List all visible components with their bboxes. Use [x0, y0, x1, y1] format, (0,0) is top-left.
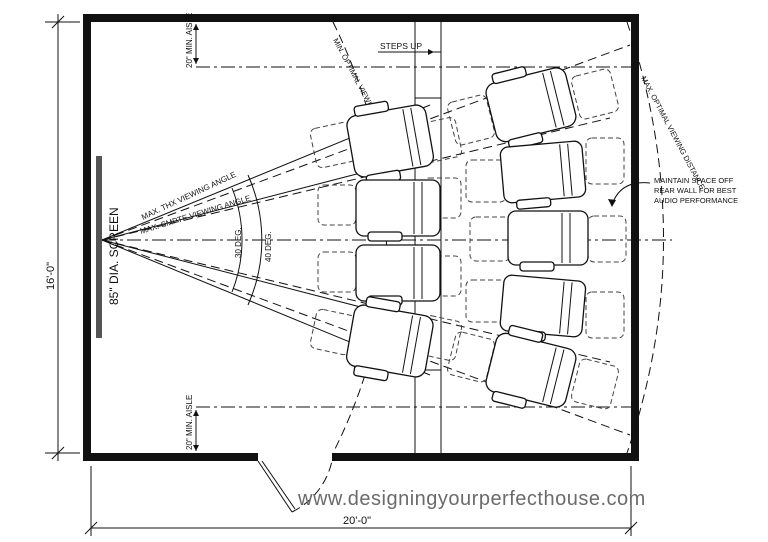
height-dimension — [45, 14, 80, 461]
room-walls — [83, 14, 639, 461]
width-dim-label: 20'-0" — [343, 515, 371, 527]
arc-40-deg — [247, 174, 263, 306]
recliner-seat — [345, 296, 434, 382]
aisle-bottom-label: 20" MIN. AISLE — [185, 395, 194, 450]
wall-top — [83, 14, 639, 22]
rear-wall-note: MAINTAIN SPACE OFF REAR WALL FOR BEST AU… — [654, 176, 738, 205]
arc-30-deg — [231, 187, 243, 293]
door-leaf — [257, 460, 293, 513]
wall-right — [631, 14, 639, 461]
max-viewing-label: MAX. OPTIMAL VIEWING DISTANCE — [639, 75, 707, 191]
steps-up-label: STEPS UP — [380, 41, 422, 51]
recliner-seat — [485, 324, 577, 409]
max-viewing-distance-arc — [626, 21, 664, 454]
wall-bottom-right — [332, 453, 639, 461]
wall-bottom-left — [83, 453, 258, 461]
screen-label: 85" DIA. SCREEN — [107, 207, 121, 305]
aisle-top-label: 20" MIN. AISLE — [185, 13, 194, 68]
projection-screen — [96, 156, 102, 338]
front-row-seats — [345, 100, 441, 382]
step-platform — [414, 22, 442, 453]
recliner-seat — [355, 179, 441, 242]
back-row-seats — [485, 66, 589, 409]
recliner-seat — [499, 140, 587, 210]
height-dim-label: 16'-0" — [45, 262, 57, 290]
recliner-seat — [346, 100, 435, 186]
width-dimension — [84, 466, 638, 536]
door-swing-arc — [291, 460, 333, 513]
door — [257, 460, 333, 513]
recliner-seat — [485, 66, 577, 151]
watermark: www.designingyourperfecthouse.com — [297, 488, 646, 510]
deg40-label: 40 DEG. — [264, 231, 273, 262]
recliner-seat — [355, 244, 441, 306]
recliner-seat — [507, 210, 589, 272]
wall-left — [83, 14, 91, 461]
deg30-label: 30 DEG. — [234, 227, 243, 258]
